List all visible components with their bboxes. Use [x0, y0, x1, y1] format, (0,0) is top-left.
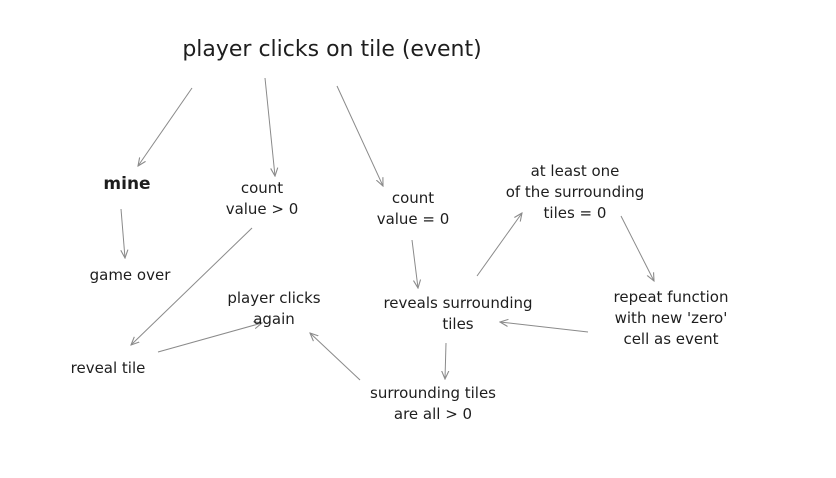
- arrow-surrounding-gt0-to-player-clicks: [310, 333, 361, 381]
- node-count-gt0-line-1: count: [240, 179, 284, 197]
- node-count-eq0-line-2: value = 0: [376, 210, 450, 228]
- node-reveals-surrounding-tiles: reveals surrounding tiles: [383, 293, 532, 335]
- node-reveals-line-2: tiles: [442, 315, 474, 333]
- node-reveals-line-1: reveals surrounding: [383, 294, 533, 312]
- node-game-over-text: game over: [89, 266, 171, 284]
- node-player-clicks-line-1: player clicks: [227, 289, 321, 307]
- node-repeat-line-3: cell as event: [623, 330, 719, 348]
- node-count-gt0-line-2: value > 0: [225, 200, 299, 218]
- node-at-least-one-zero: at least one of the surrounding tiles = …: [506, 161, 645, 224]
- node-at-least-one-line-2: of the surrounding: [505, 183, 645, 201]
- node-reveal-tile: reveal tile: [71, 358, 146, 379]
- node-reveal-tile-text: reveal tile: [70, 359, 146, 377]
- arrow-title-to-mine: [138, 87, 193, 166]
- node-count-eq0-line-1: count: [391, 189, 435, 207]
- node-mine-text: mine: [103, 174, 151, 194]
- node-at-least-one-line-1: at least one: [530, 162, 620, 180]
- arrow-mine-to-game-over: [121, 208, 125, 258]
- node-mine: mine: [103, 174, 150, 195]
- node-surrounding-tiles-gt0: surrounding tiles are all > 0: [370, 383, 496, 425]
- arrow-title-to-count-gt0: [264, 77, 275, 176]
- node-game-over: game over: [90, 265, 171, 286]
- node-title-text: player clicks on tile (event): [182, 37, 482, 62]
- node-player-clicks-again: player clicks again: [227, 288, 320, 330]
- node-title: player clicks on tile (event): [182, 36, 481, 64]
- arrow-reveals-to-surrounding-gt0: [445, 342, 446, 379]
- arrow-count-eq0-to-reveals-surrounding: [411, 239, 418, 288]
- node-surrounding-gt0-line-2: are all > 0: [393, 405, 473, 423]
- arrow-title-to-count-eq0: [336, 85, 383, 186]
- arrow-count-gt0-to-reveal-tile: [131, 227, 253, 345]
- node-at-least-one-line-3: tiles = 0: [543, 204, 607, 222]
- node-player-clicks-line-2: again: [253, 310, 295, 328]
- node-surrounding-gt0-line-1: surrounding tiles: [370, 384, 496, 402]
- node-count-value-eq0: count value = 0: [377, 188, 450, 230]
- node-repeat-line-1: repeat function: [613, 288, 729, 306]
- arrow-repeat-to-reveals: [500, 322, 589, 333]
- arrow-reveal-tile-to-player-clicks: [157, 323, 262, 353]
- arrow-reveals-to-at-least-one: [476, 213, 522, 277]
- node-count-value-gt0: count value > 0: [226, 178, 299, 220]
- node-repeat-function: repeat function with new 'zero' cell as …: [614, 287, 729, 350]
- node-repeat-line-2: with new 'zero': [614, 309, 728, 327]
- arrow-at-least-one-to-repeat: [620, 215, 654, 281]
